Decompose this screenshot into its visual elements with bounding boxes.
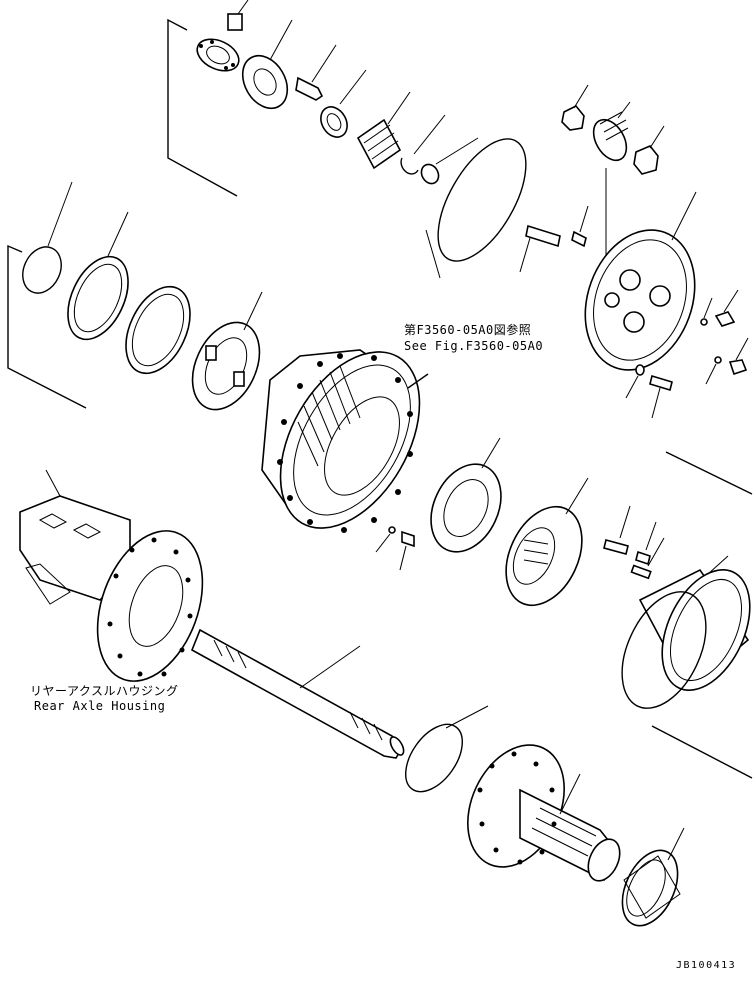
pin-part (519, 224, 561, 273)
o-ring-shaft-part (405, 705, 489, 793)
housing-label-japanese: リヤーアクスルハウジング (30, 684, 179, 698)
snap-ring-part (400, 114, 446, 175)
axle-shaft-part (190, 628, 405, 759)
ring-gear-part (621, 555, 751, 709)
thrust-washer-part (241, 19, 293, 110)
wheel-hub-part (261, 349, 429, 533)
lock-plate-part (196, 0, 249, 72)
top-bracket-frame (167, 18, 238, 197)
bearing-right-part (430, 437, 502, 553)
drawing-code: JB100413 (676, 960, 737, 971)
bolt-part (295, 44, 337, 101)
spacer-part (420, 137, 479, 185)
o-ring-large-part (425, 138, 527, 279)
bearing-cup-part (125, 285, 191, 375)
needle-bearing-part (356, 91, 411, 170)
ring-gear-hub-part (505, 477, 589, 607)
nut-part-right (633, 125, 665, 175)
carrier-bolts (625, 289, 749, 419)
spindle-part (467, 744, 621, 882)
o-ring-small-part (22, 181, 73, 294)
hub-bolt-part (603, 505, 665, 580)
nut-part-left (561, 84, 589, 131)
seal-ring-part (67, 211, 129, 341)
bearing-cone-part (191, 291, 263, 411)
reference-note-japanese: 第F3560-05A0図参照 (404, 323, 532, 337)
left-bracket-frame (7, 244, 87, 409)
housing-label-english: Rear Axle Housing (34, 699, 166, 713)
rear-axle-housing-part (19, 469, 204, 682)
planet-carrier-part (584, 191, 697, 371)
reference-note-english: See Fig.F3560-05A0 (404, 339, 544, 353)
planet-gear-part (592, 101, 631, 162)
seal-bottom-part (621, 827, 685, 927)
right-bracket-frame (651, 451, 753, 779)
bearing-race-part (320, 69, 367, 138)
hub-plug-part (375, 526, 415, 571)
retainer-pin-part (571, 205, 589, 248)
